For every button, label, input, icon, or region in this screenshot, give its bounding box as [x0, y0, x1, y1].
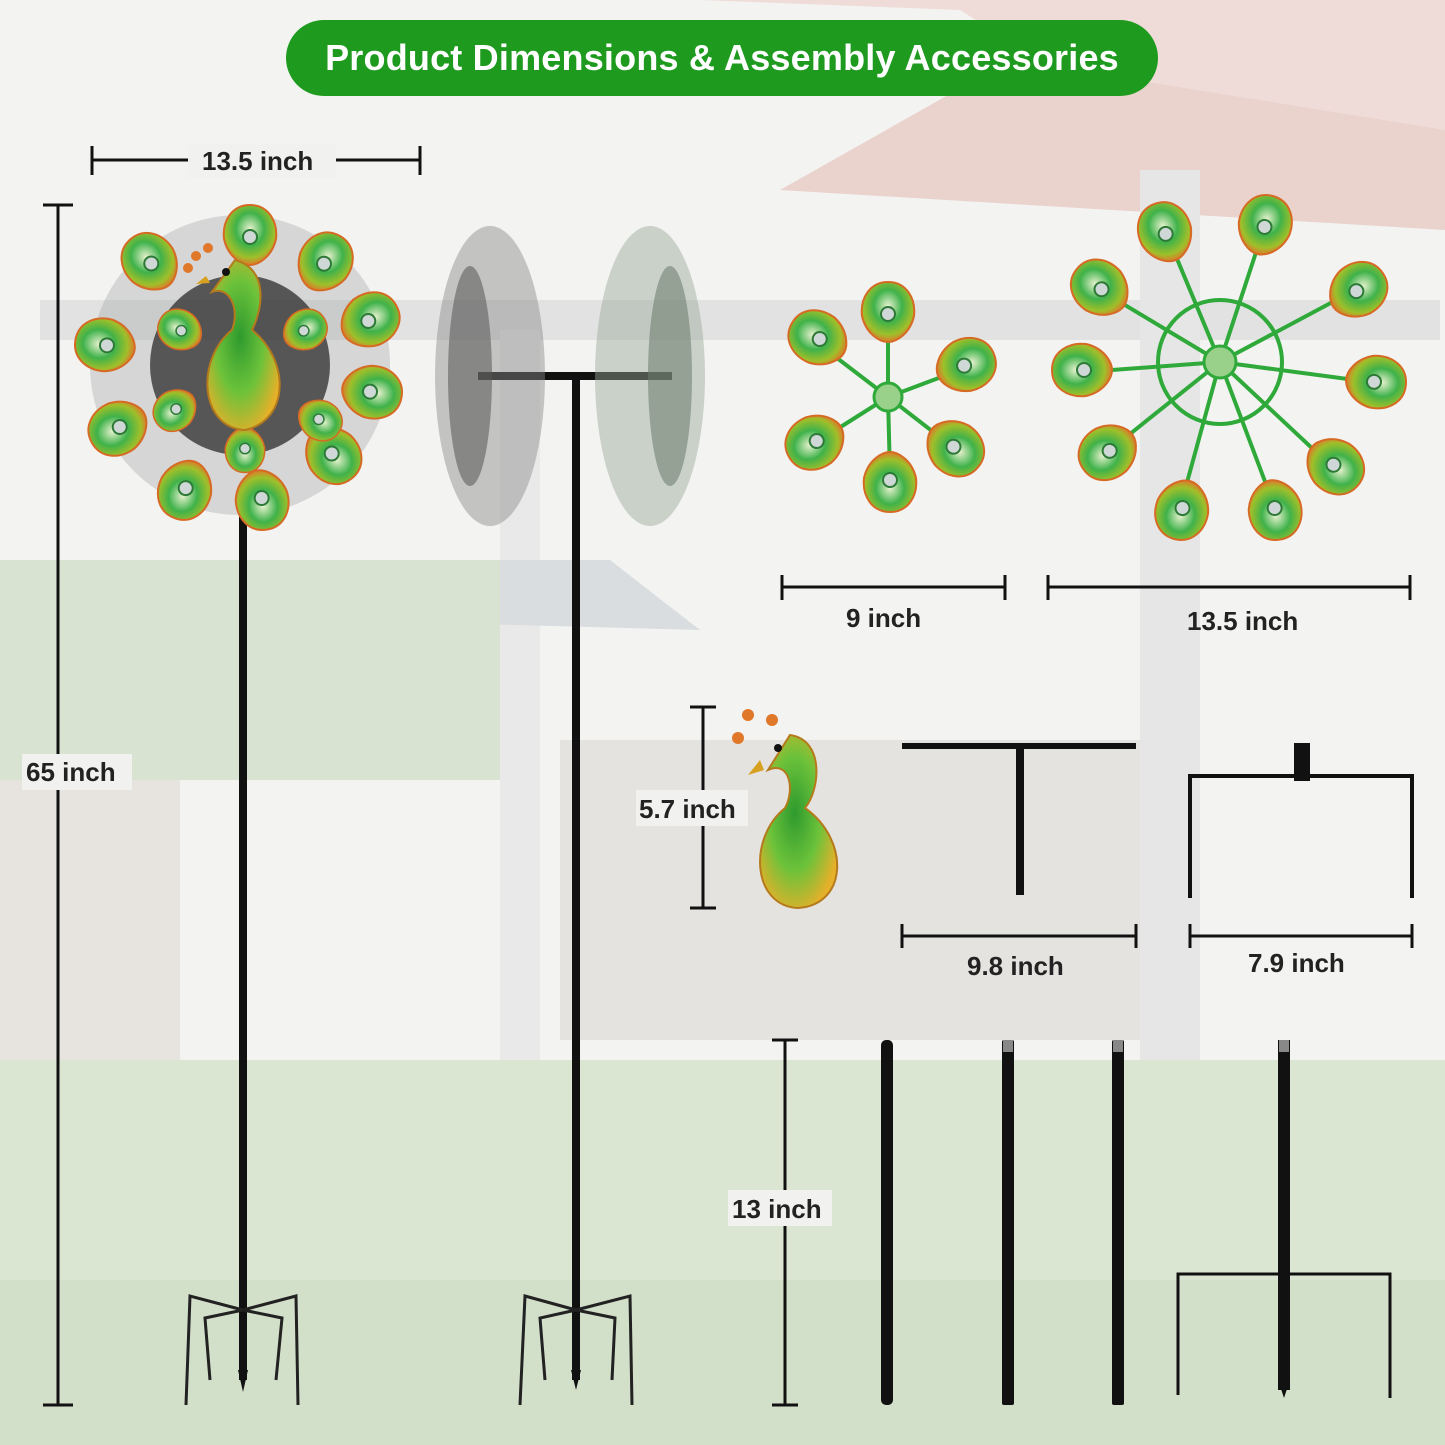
peacock-height-label: 5.7 inch — [639, 794, 736, 824]
side-view-spinner — [435, 226, 705, 1406]
t-bar-accessory — [902, 743, 1136, 895]
bracket-width-label: 7.9 inch — [1248, 948, 1345, 978]
spinner-width-label: 13.5 inch — [202, 146, 314, 176]
rod-length-label: 13 inch — [732, 1194, 822, 1224]
banner-title: Product Dimensions & Assembly Accessorie… — [286, 20, 1158, 96]
small-petal-wheel — [774, 281, 1005, 513]
small-wheel-width-label: 9 inch — [846, 603, 922, 633]
large-petal-wheel — [1051, 188, 1410, 547]
assembled-peacock-spinner — [69, 204, 411, 1406]
t-bar-width-label: 9.8 inch — [967, 951, 1064, 981]
dimension-lines — [43, 146, 1414, 1407]
bracket-accessory — [1188, 743, 1414, 898]
total-height-label: 65 inch — [26, 757, 116, 787]
peacock-figure — [732, 709, 839, 910]
large-wheel-width-label: 13.5 inch — [1187, 606, 1299, 636]
rod-accessories — [881, 1040, 1392, 1405]
